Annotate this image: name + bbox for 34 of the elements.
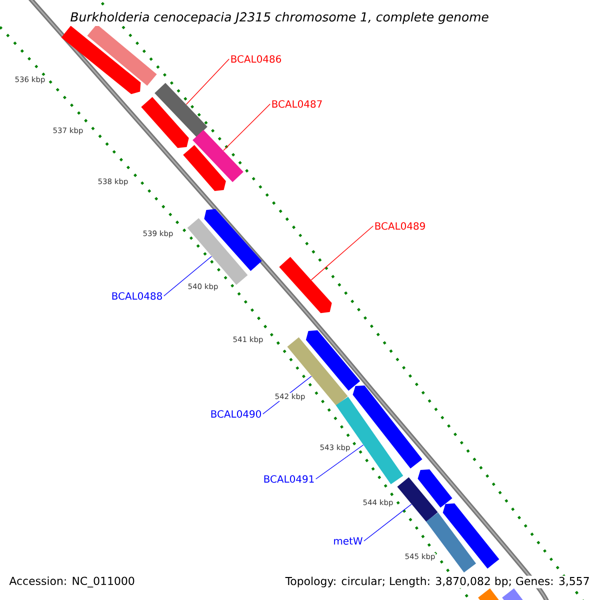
- leader-line: [223, 104, 270, 151]
- gene-block: [187, 218, 248, 285]
- gene-label: BCAL0488: [112, 292, 162, 300]
- leader-line: [316, 444, 364, 480]
- gene-label: BCAL0487: [272, 100, 322, 108]
- gene-block: [204, 208, 262, 272]
- title-text: Burkholderia cenocepacia J2315 chromosome 1, complete genome: [68, 10, 491, 26]
- gene-block: [502, 588, 524, 600]
- gene-block: [418, 469, 452, 508]
- gene-block: [154, 82, 208, 138]
- gene-label: BCAL0490: [211, 410, 262, 418]
- leader-line: [186, 58, 230, 105]
- gene-block: [352, 385, 422, 469]
- gene-block: [87, 24, 157, 86]
- gene-block: [287, 337, 348, 406]
- gene-label: BCAL0491: [264, 475, 314, 483]
- gene-block: [336, 396, 404, 484]
- gene-label: BCAL0486: [231, 55, 282, 63]
- leader-line: [364, 504, 412, 542]
- gene-block: [141, 96, 189, 148]
- topology-text: Topology: circular; Length: 3,870,082 bp; Genes: 3,557: [284, 576, 591, 588]
- gene-label: metW: [334, 537, 362, 545]
- accession-text: Accession: NC_011000: [9, 576, 134, 588]
- gene-block: [478, 588, 500, 600]
- gene-block: [61, 26, 141, 94]
- gene-block: [306, 330, 360, 391]
- gene-label: BCAL0489: [375, 222, 425, 230]
- leader-line: [164, 256, 212, 296]
- gene-block: [183, 145, 226, 191]
- gene-block: [442, 503, 500, 569]
- gene-block: [397, 477, 438, 522]
- leader-line: [310, 226, 374, 280]
- gene-block: [279, 256, 332, 314]
- gene-block: [192, 130, 244, 182]
